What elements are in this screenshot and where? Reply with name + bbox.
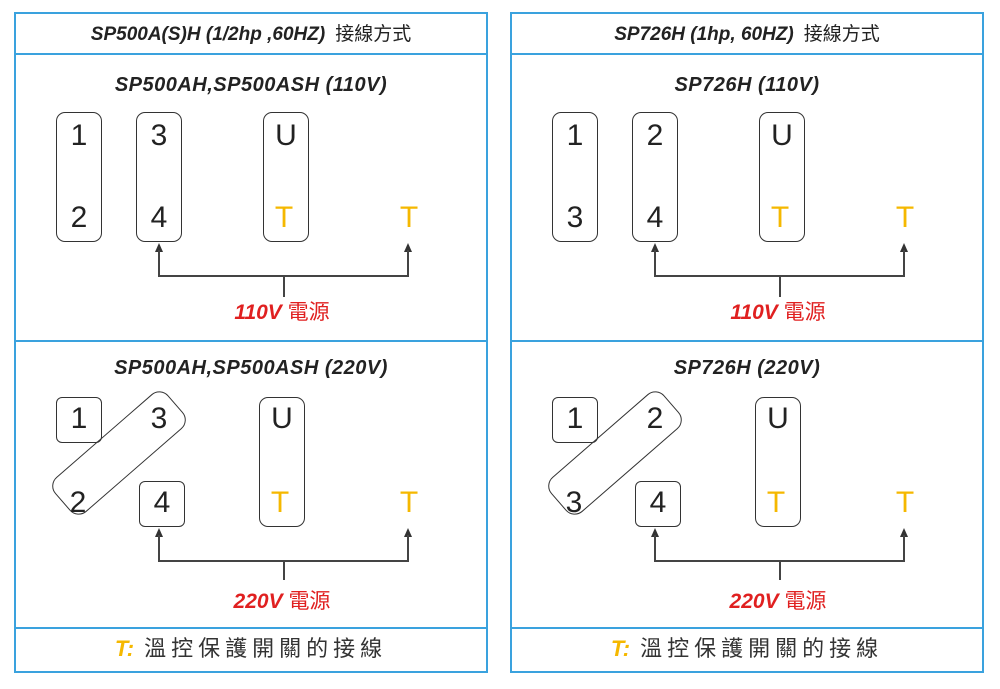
terminal-box [136,112,182,242]
terminal-label: 4 [153,486,171,519]
wire [283,560,285,580]
terminal-label: 2 [646,119,664,152]
thermal-terminal-label: T [270,486,290,519]
power-source-label: 110V 電源 [182,296,382,326]
divider [512,627,982,629]
wiring-panel: SP500A(S)H (1/2hp ,60HZ) 接線方式 SP500AH,SP5… [14,12,488,673]
terminal-box [635,481,681,527]
wire [407,250,409,276]
power-text: 電源 [287,301,330,324]
terminal-box [56,112,102,242]
legend-key: T: [610,636,631,661]
divider [16,53,486,55]
arrow-up-icon [155,243,163,252]
legend-key: T: [114,636,135,661]
thermal-terminal-label: T [895,486,915,519]
legend-text: 溫控保護開關的接線 [640,636,884,661]
arrow-up-icon [404,243,412,252]
thermal-terminal-label: T [766,486,786,519]
power-source-label: 110V 電源 [678,296,878,326]
divider [512,53,982,55]
wire [654,250,656,276]
terminal-label: 2 [70,201,88,234]
terminal-box [263,112,309,242]
terminal-label: 4 [646,201,664,234]
voltage: 220V [233,590,283,613]
arrow-up-icon [900,243,908,252]
terminal-box [755,397,801,527]
divider [16,340,486,342]
terminal-label: 1 [70,402,88,435]
terminal-box [759,112,805,242]
section-title-110v: SP500AH,SP500ASH (110V) [114,74,388,96]
wiring-method-label: 接線方式 [335,24,412,45]
terminal-label: 4 [150,201,168,234]
panel-title: SP500A(S)H (1/2hp ,60HZ) 接線方式 [16,14,486,55]
section-title-220v: SP726H (220V) [673,357,821,379]
arrow-up-icon [651,528,659,537]
terminal-label: 3 [566,201,584,234]
power-text: 電源 [288,590,331,613]
terminal-label: U [275,119,297,152]
terminal-label: 2 [646,402,664,435]
terminal-label: U [771,119,793,152]
power-source-label: 220V 電源 [678,585,878,615]
thermal-terminal-label: T [274,201,294,234]
wire [407,535,409,561]
terminal-box [632,112,678,242]
terminal-label: 1 [70,119,88,152]
model-title: SP726H (1hp, 60HZ) [614,24,794,45]
terminal-box [139,481,185,527]
section-title-220v: SP500AH,SP500ASH (220V) [114,357,388,379]
thermal-terminal-label: T [399,201,419,234]
voltage: 110V [730,301,778,324]
model-title: SP500A(S)H (1/2hp ,60HZ) [90,24,326,45]
terminal-box [552,112,598,242]
legend-footer: T: 溫控保護開關的接線 [512,627,982,671]
divider [512,340,982,342]
arrow-up-icon [404,528,412,537]
power-text: 電源 [784,590,827,613]
terminal-label: 3 [150,402,168,435]
power-source-label: 220V 電源 [182,585,382,615]
terminal-label: 2 [69,486,87,519]
section-title-110v: SP726H (110V) [674,74,820,96]
wire [903,535,905,561]
legend-text: 溫控保護開關的接線 [144,636,388,661]
thermal-terminal-label: T [895,201,915,234]
arrow-up-icon [900,528,908,537]
thermal-terminal-label: T [770,201,790,234]
terminal-box [259,397,305,527]
wire [779,275,781,297]
terminal-label: 3 [565,486,583,519]
voltage: 110V [234,301,282,324]
wire [779,560,781,580]
legend-footer: T: 溫控保護開關的接線 [16,627,486,671]
wiring-method-label: 接線方式 [803,24,880,45]
terminal-label: 1 [566,119,584,152]
wire [158,535,160,561]
arrow-up-icon [155,528,163,537]
arrow-up-icon [651,243,659,252]
wire [283,275,285,297]
terminal-label: 1 [566,402,584,435]
terminal-label: U [271,402,293,435]
power-text: 電源 [783,301,826,324]
wire [903,250,905,276]
terminal-label: 4 [649,486,667,519]
panel-title: SP726H (1hp, 60HZ) 接線方式 [512,14,982,55]
terminal-label: 3 [150,119,168,152]
terminal-box [56,397,102,443]
thermal-terminal-label: T [399,486,419,519]
divider [16,627,486,629]
voltage: 220V [729,590,779,613]
terminal-box [552,397,598,443]
wire [158,250,160,276]
terminal-label: U [767,402,789,435]
wire [654,535,656,561]
